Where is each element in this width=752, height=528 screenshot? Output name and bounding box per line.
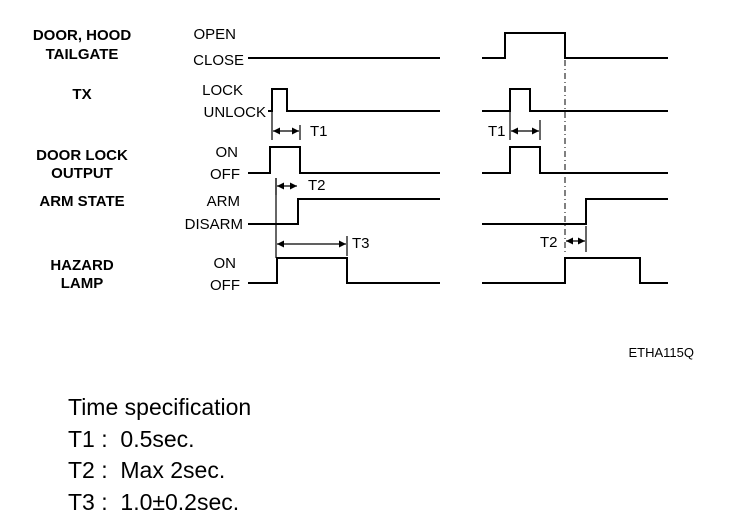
lock-output-signal-name-line1: DOOR LOCK bbox=[36, 147, 128, 164]
door-waveform-right bbox=[482, 32, 668, 59]
t1-label-right: T1 bbox=[488, 123, 506, 140]
t1-extension-lines-right bbox=[509, 112, 541, 140]
t3-extension-lines bbox=[275, 178, 348, 258]
lock-output-signal-name-line2: OUTPUT bbox=[51, 165, 113, 182]
tx-signal-name: TX bbox=[72, 86, 91, 103]
tx-waveform-right bbox=[482, 88, 668, 112]
lock-output-waveform-left bbox=[248, 146, 440, 174]
t1-extension-lines-left bbox=[271, 112, 301, 140]
arm-waveform-right bbox=[482, 198, 668, 225]
t2-label-right: T2 bbox=[540, 234, 558, 251]
tx-waveform-left bbox=[268, 88, 440, 112]
time-specification: Time specification T1 : 0.5sec. T2 : Max… bbox=[68, 392, 251, 518]
arm-state-signal-name: ARM STATE bbox=[39, 193, 124, 210]
spec-t1: T1 : 0.5sec. bbox=[68, 425, 195, 452]
spec-title: Time specification bbox=[68, 394, 252, 420]
timing-diagram: DOOR, HOOD TAILGATE TX DOOR LOCK OUTPUT … bbox=[33, 26, 694, 360]
hazard-waveform-left bbox=[248, 257, 440, 284]
tx-low-label: UNLOCK bbox=[203, 104, 266, 121]
t3-label: T3 bbox=[352, 235, 370, 252]
hazard-waveform-right bbox=[482, 257, 668, 284]
hazard-high-label: ON bbox=[214, 255, 237, 272]
lock-output-low-label: OFF bbox=[210, 166, 240, 183]
t1-label-left: T1 bbox=[310, 123, 328, 140]
door-signal-name-line1: DOOR, HOOD bbox=[33, 27, 132, 44]
spec-t2: T2 : Max 2sec. bbox=[68, 457, 226, 483]
door-signal-name-line2: TAILGATE bbox=[46, 46, 119, 63]
lock-output-waveform-right bbox=[482, 146, 668, 174]
lock-output-high-label: ON bbox=[216, 144, 239, 161]
arm-waveform-left bbox=[248, 198, 440, 225]
hazard-signal-name-line1: HAZARD bbox=[50, 257, 113, 274]
spec-t3: T3 : 1.0±0.2sec. bbox=[68, 488, 240, 515]
tx-high-label: LOCK bbox=[202, 82, 243, 99]
hazard-signal-name-line2: LAMP bbox=[61, 275, 104, 292]
door-low-label: CLOSE bbox=[193, 52, 244, 69]
arm-high-label: ARM bbox=[207, 193, 240, 210]
arm-low-label: DISARM bbox=[185, 216, 243, 233]
figure-code: ETHA115Q bbox=[628, 345, 694, 360]
hazard-low-label: OFF bbox=[210, 277, 240, 294]
door-high-label: OPEN bbox=[193, 26, 236, 43]
t2-label-left: T2 bbox=[308, 177, 326, 194]
